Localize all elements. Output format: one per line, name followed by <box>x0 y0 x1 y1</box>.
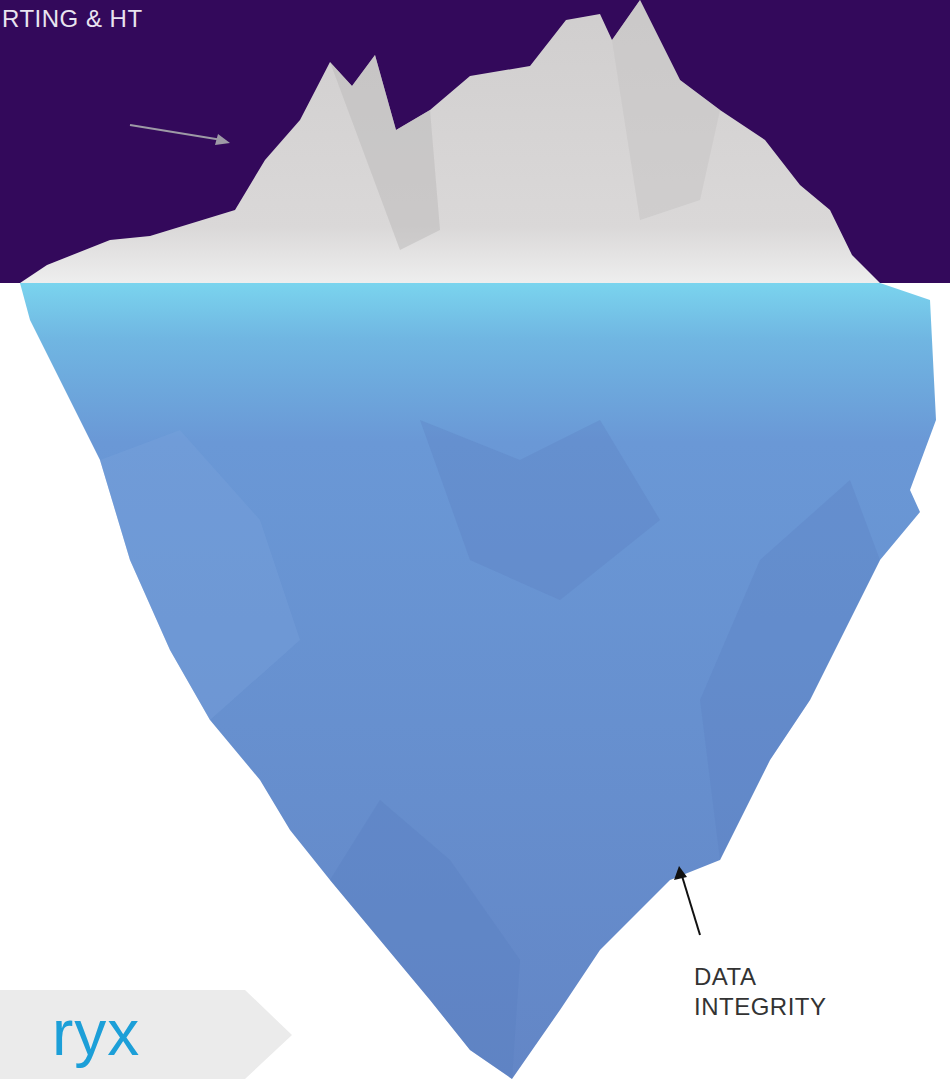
leader-line <box>130 125 222 140</box>
iceberg-top-shade <box>330 55 440 250</box>
arrowhead <box>674 866 687 880</box>
iceberg-facet <box>420 420 660 600</box>
sky-band <box>0 0 950 283</box>
iceberg-underwater <box>20 283 936 1079</box>
iceberg-top-shade <box>612 0 720 220</box>
leader-line <box>682 876 700 935</box>
logo-text: ryx <box>52 998 140 1068</box>
iceberg-top <box>20 0 880 283</box>
callout-label: DATA INTEGRITY <box>694 962 894 1022</box>
iceberg-facet <box>100 430 300 720</box>
logo-banner <box>0 990 292 1079</box>
arrowhead <box>215 134 230 145</box>
iceberg-facet <box>700 480 880 860</box>
callout-label: RTING & HT <box>2 4 152 34</box>
iceberg-facet <box>330 800 520 1079</box>
